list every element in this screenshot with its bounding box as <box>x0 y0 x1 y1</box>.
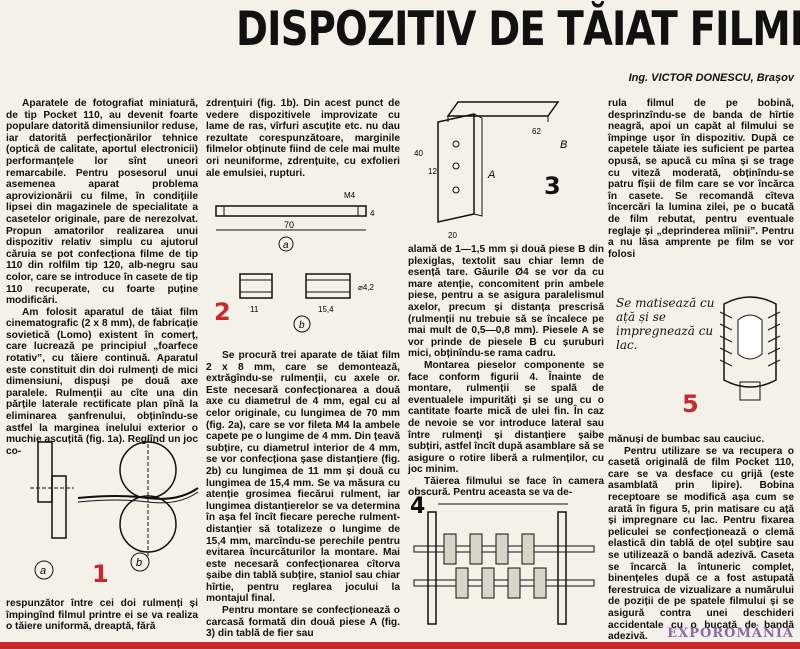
dimension-phi-4-2: ⌀4,2 <box>358 283 374 292</box>
column-3: alamă de 1—1,5 mm și două piese B din pl… <box>408 244 604 499</box>
figure-4-assembly <box>413 503 595 625</box>
figure-3-frame: 62 B 40 12 A 20 <box>414 101 567 240</box>
paragraph: mănuși de bumbac sau cauciuc. <box>608 434 765 445</box>
dimension-11: 11 <box>250 305 259 314</box>
figure-1-number: 1 <box>92 560 109 588</box>
figure-5-spool <box>719 296 781 401</box>
paragraph: Pentru montare se confecționează o carca… <box>206 605 400 640</box>
column-4: rula filmul de pe bobină, desprinzîndu-s… <box>608 98 794 260</box>
figure-1a-label: a <box>40 565 46 577</box>
dimension-62: 62 <box>532 127 541 136</box>
paragraph: Se procură trei aparate de tăiat film 2 … <box>206 350 400 605</box>
paragraph: zdrențuiri (fig. 1b). Din acest punct de… <box>206 98 400 179</box>
figure-2-number: 2 <box>214 298 231 326</box>
paragraph: respunzător între cei doi rulmenți și îm… <box>6 598 198 633</box>
figure-2a-label: a <box>283 240 289 251</box>
column-1-bottom: respunzător între cei doi rulmenți și îm… <box>6 598 198 633</box>
piece-b-label: B <box>560 139 567 151</box>
figure-1b-label: b <box>136 557 142 569</box>
paragraph: Am folosit aparatul de tăiat film cinema… <box>6 306 198 457</box>
figure-3-number: 3 <box>544 172 561 200</box>
figure-2-axes-spacers: 70 M4 4 a 11 15,4 ⌀4,2 b <box>215 191 375 333</box>
dimension-70: 70 <box>284 220 294 230</box>
dimension-20: 20 <box>448 231 457 240</box>
footer-bar <box>0 642 800 649</box>
author-line: Ing. VICTOR DONESCU, Brașov <box>628 72 794 84</box>
column-4-bottom: mănuși de bumbac sau cauciuc. Pentru uti… <box>608 434 794 643</box>
column-2: zdrențuiri (fig. 1b). Din acest punct de… <box>206 98 400 179</box>
paragraph: Pentru utilizare se va recupera o casetă… <box>608 445 794 643</box>
figure-1-bearings: a b <box>30 438 199 580</box>
piece-a-label: A <box>487 169 495 181</box>
figure-4-number: 4 <box>410 494 426 519</box>
paragraph: Tăierea filmului se face în camera obscu… <box>408 475 604 499</box>
label-m4: M4 <box>344 191 356 200</box>
dimension-4: 4 <box>370 209 375 218</box>
paragraph: Montarea pieselor componente se face con… <box>408 359 604 476</box>
dimension-15-4: 15,4 <box>318 305 334 314</box>
dimension-12: 12 <box>428 167 437 176</box>
article-title: DISPOZITIV DE TĂIAT FILME <box>236 2 800 57</box>
figure-5-number: 5 <box>682 390 699 418</box>
figure-5-note: Se matisează cu ață și se impregnează cu… <box>616 296 715 352</box>
column-1: Aparatele de fotografiat miniatură, de t… <box>6 98 198 457</box>
figure-2b-label: b <box>299 320 305 331</box>
watermark: EXPOROMÂNIA <box>667 626 794 641</box>
paragraph: Aparatele de fotografiat miniatură, de t… <box>6 98 198 307</box>
paragraph: rula filmul de pe bobină, desprinzîndu-s… <box>608 98 794 260</box>
paragraph: alamă de 1—1,5 mm și două piese B din pl… <box>408 244 604 360</box>
column-2-bottom: Se procură trei aparate de tăiat film 2 … <box>206 350 400 640</box>
dimension-40: 40 <box>414 149 423 158</box>
